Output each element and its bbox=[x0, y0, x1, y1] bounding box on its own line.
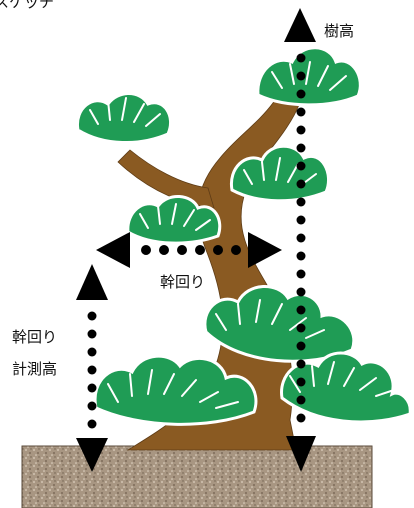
girth-measure-height-label-line1: 幹回り bbox=[12, 328, 58, 346]
trunk-girth-arrow bbox=[96, 232, 282, 268]
arrow-right-icon bbox=[248, 232, 282, 268]
trunk-girth-label: 幹回り bbox=[160, 273, 206, 291]
tree-height-arrow bbox=[284, 8, 316, 472]
arrow-up-icon bbox=[76, 264, 108, 300]
arrow-down-icon bbox=[286, 436, 316, 472]
pine-foliage-icon bbox=[76, 46, 412, 426]
arrow-left-icon bbox=[96, 232, 130, 268]
arrow-down-icon bbox=[76, 438, 108, 472]
tree-height-label: 樹高 bbox=[324, 22, 355, 40]
arrow-up-icon bbox=[284, 8, 316, 42]
girth-measure-height-label-line2: 計測高 bbox=[12, 360, 58, 378]
foliage-stripes bbox=[89, 61, 395, 409]
girth-measure-height-arrow bbox=[76, 264, 108, 472]
pot-soil bbox=[21, 445, 373, 508]
top-cut-text: スケッチ bbox=[0, 0, 55, 11]
